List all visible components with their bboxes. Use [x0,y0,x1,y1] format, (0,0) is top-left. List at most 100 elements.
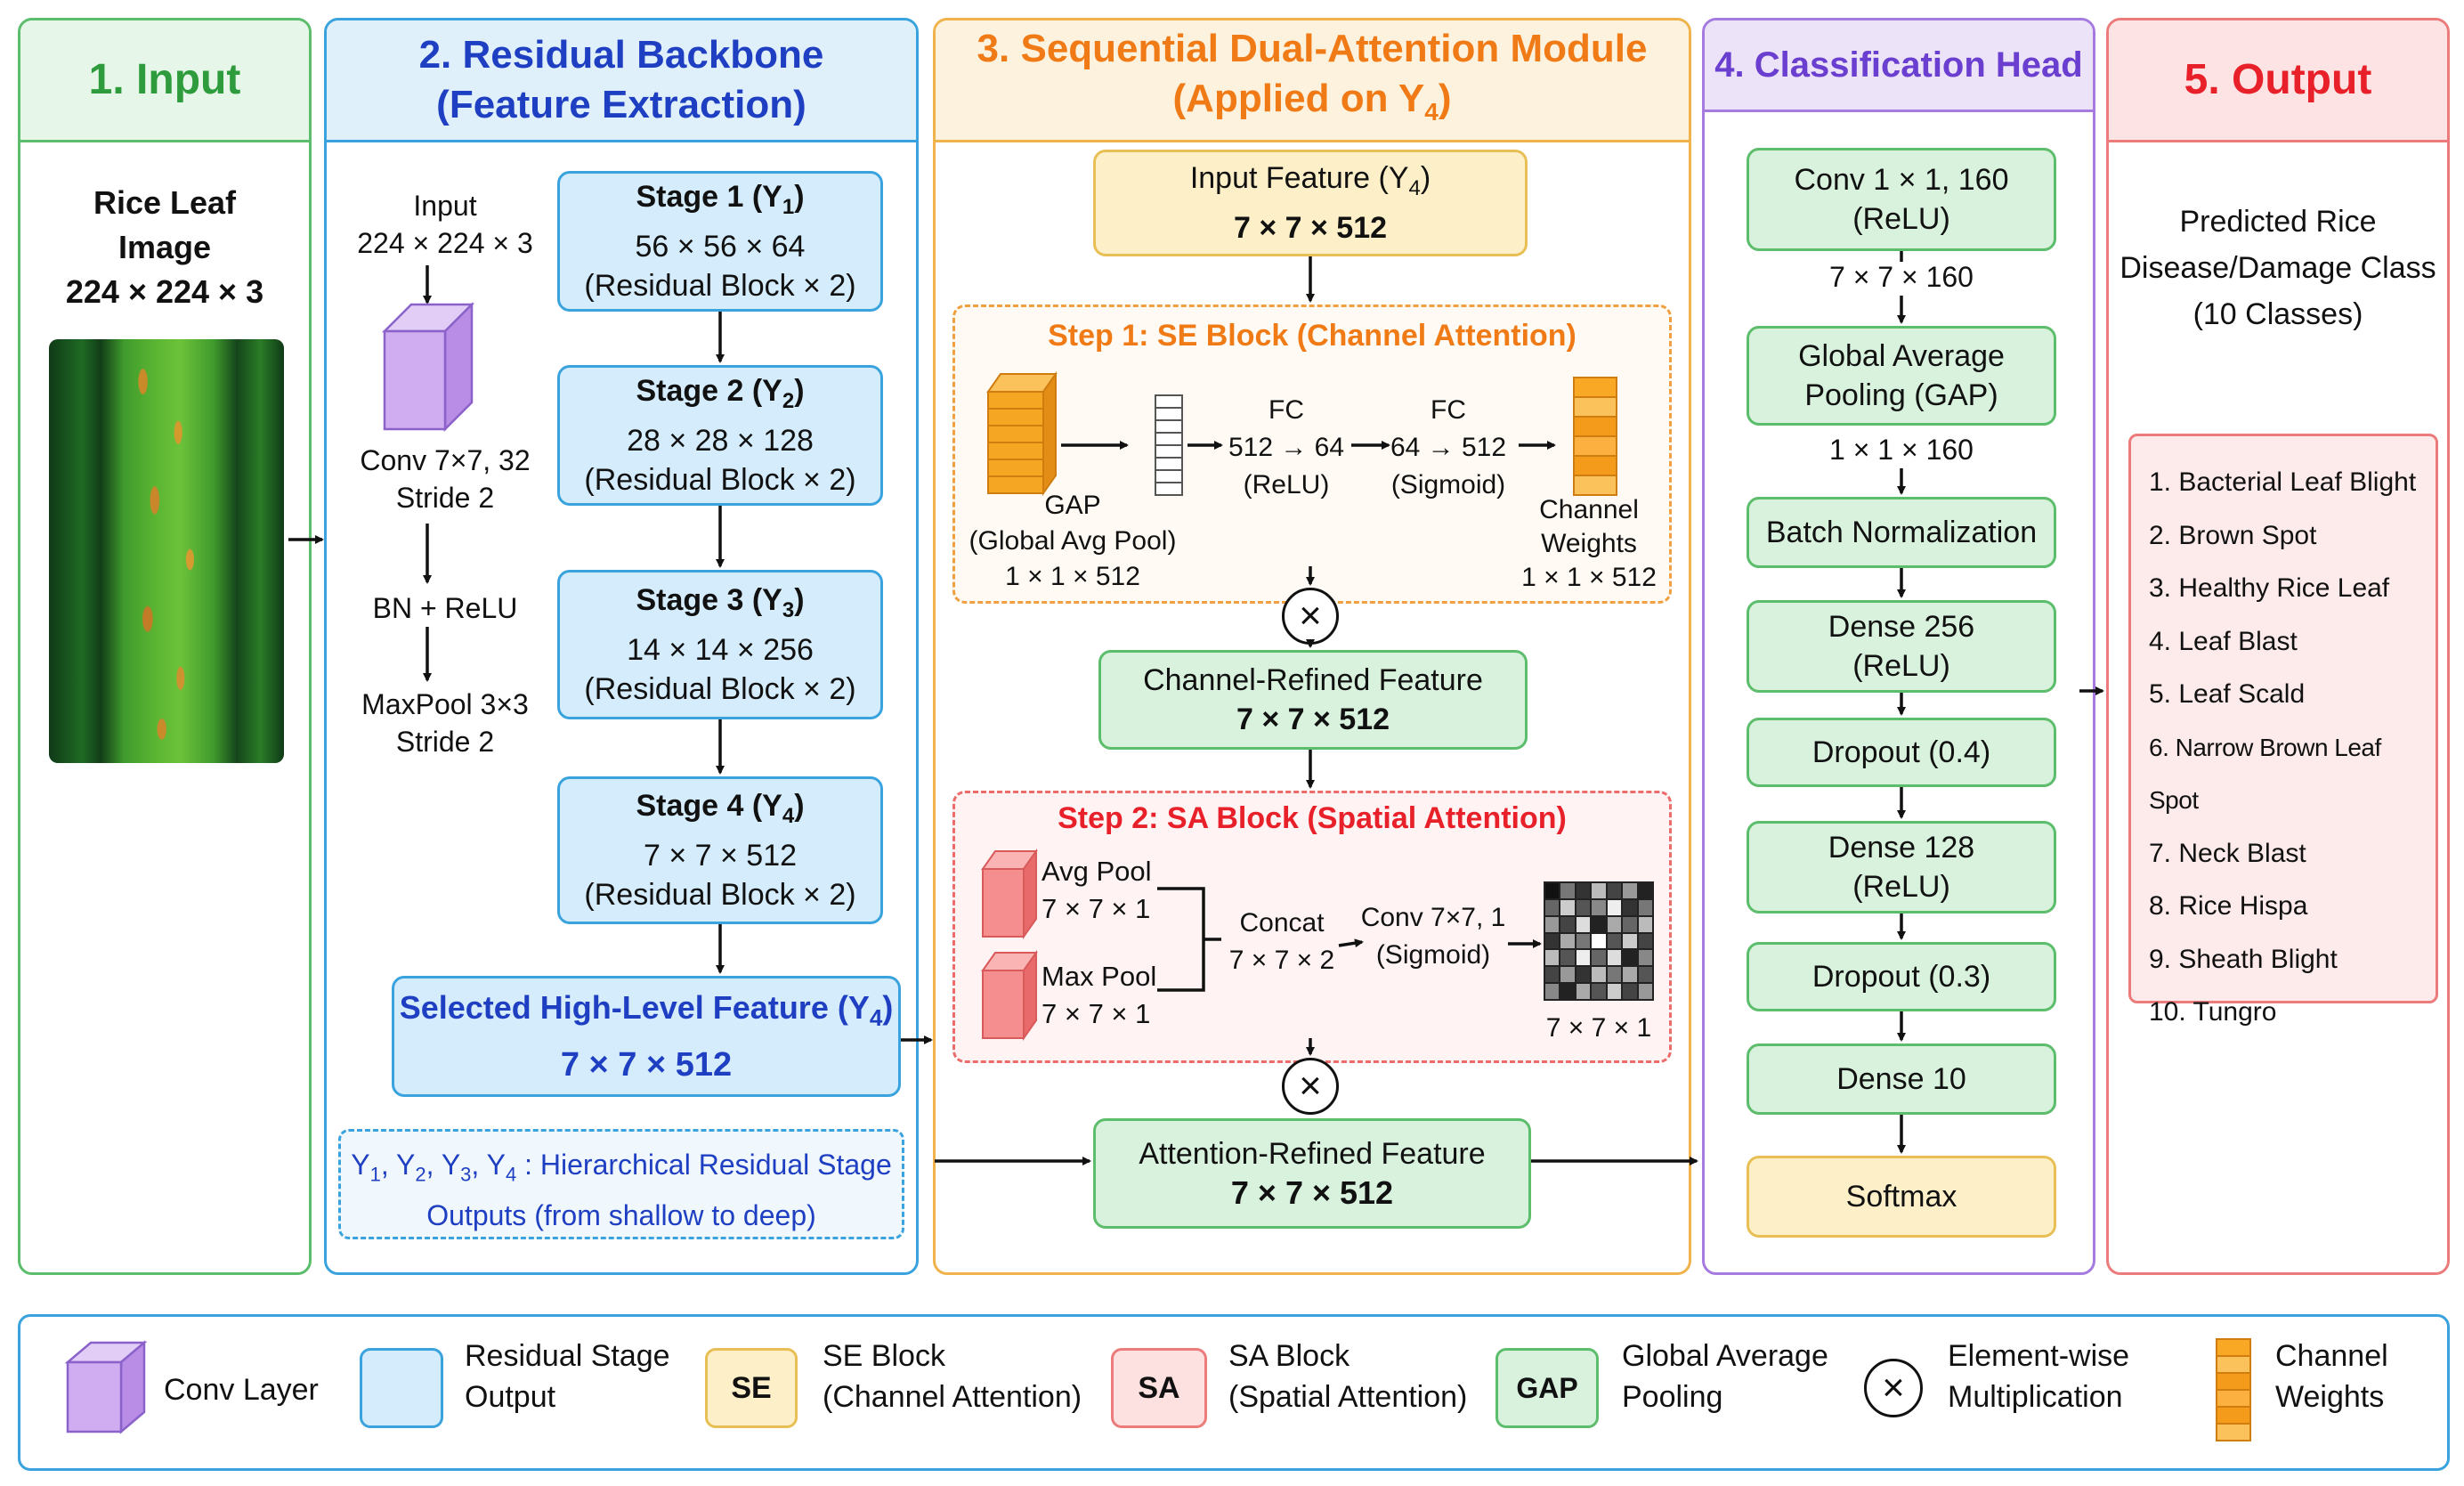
max-pool-line1: Max Pool [1042,961,1157,992]
note-y4: Y [486,1149,506,1181]
output-heading: Predicted Rice Disease/Damage Class (10 … [2109,199,2447,337]
stage-1-suffix: ) [794,180,805,215]
weights-line3: 1 × 1 × 512 [1521,563,1657,592]
conv-label-line1: Conv 7×7, 32 [360,444,531,476]
hierarchy-note-line1: Y1, Y2, Y3, Y4 : Hierarchical Residual S… [351,1149,892,1186]
stage-1-dims: 56 × 56 × 64 [635,229,806,264]
stage-1-note: (Residual Block × 2) [584,268,856,303]
input-feature-title: Input Feature (Y4) [1190,158,1431,208]
stage-4-title: Stage 4 (Y4) [636,786,804,836]
legend-sa-label: SA Block (Spatial Attention) [1228,1336,1467,1417]
input-panel-header: 1. Input [20,20,309,142]
class-item: 7. Neck Blast [2149,838,2306,868]
note-y2: Y [396,1149,416,1181]
classification-panel-header: 4. Classification Head [1705,20,2093,112]
gap-label: GAP (Global Avg Pool) 1 × 1 × 512 [961,488,1184,595]
concat-line2: 7 × 7 × 2 [1228,946,1335,975]
legend-residual-line1: Residual Stage [465,1339,670,1373]
attention-refined-name: Attention-Refined Feature [1139,1137,1486,1171]
output-panel-title: 5. Output [2184,56,2372,103]
layer-line1: Dropout (0.4) [1812,735,1991,769]
stage-2-sub: 2 [782,388,795,413]
arrow-concat-to-conv [1338,938,1364,948]
conv-label-line2: Stride 2 [395,482,495,514]
fc2-line1: FC [1431,395,1466,425]
head-layer-dense128: Dense 128 (ReLU) [1747,821,2056,914]
class-item: 3. Healthy Rice Leaf [2149,573,2390,603]
backbone-input-label: Input 224 × 224 × 3 [329,187,561,262]
bracket-pools [1157,887,1205,992]
legend-se-line2: (Channel Attention) [823,1380,1082,1414]
stage-3-suffix: ) [794,583,805,618]
attention-panel-header: 3. Sequential Dual-Attention Module (App… [936,20,1689,142]
stage-2-note: (Residual Block × 2) [584,462,856,497]
channel-weights-label: Channel Weights 1 × 1 × 512 [1513,493,1665,595]
attention-panel-title: 3. Sequential Dual-Attention Module [977,26,1648,70]
subtitle-sub: 4 [1424,97,1439,126]
selected-feature-suffix: ) [882,989,894,1027]
avg-pool-label: Avg Pool 7 × 7 × 1 [1042,853,1175,928]
head-layer-bn: Batch Normalization [1747,497,2056,568]
weights-line2: Weights [1541,529,1637,558]
fc2-line2: 64 → 512 [1390,433,1507,462]
multiply-circle-se: × [1282,588,1339,645]
fc2-line3: (Sigmoid) [1390,470,1506,499]
subtitle-suffix: ) [1438,76,1452,120]
class-item: 6. Narrow Brown Leaf Spot [2149,733,2381,815]
legend-weights-line1: Channel [2275,1339,2388,1373]
legend-multiply-icon: × [1864,1359,1923,1417]
stage-3-note: (Residual Block × 2) [584,671,856,706]
stage-1-sub: 1 [782,194,795,219]
legend-gap-line2: Pooling [1622,1380,1723,1414]
input-feature-sub: 4 [1408,175,1421,200]
spatial-map [1544,881,1654,1001]
input-label-line1: Input [413,190,477,222]
stage-4-name: Stage 4 (Y [636,789,782,824]
head-layer-gap: Global Average Pooling (GAP) [1747,326,2056,426]
legend-residual-label: Residual Stage Output [465,1336,670,1417]
output-heading-line1: Predicted Rice [2179,205,2377,239]
concat-label: Concat 7 × 7 × 2 [1220,905,1344,979]
class-item: 10. Tungro [2149,997,2277,1027]
head-layer-conv: Conv 1 × 1, 160 (ReLU) [1747,148,2056,251]
selected-feature-box: Selected High-Level Feature (Y4) 7 × 7 ×… [392,976,901,1097]
fc1-line3: (ReLU) [1243,470,1330,499]
stage-3-sub: 3 [782,597,795,622]
output-heading-line3: (10 Classes) [2192,297,2363,331]
stage-1-box: Stage 1 (Y1) 56 × 56 × 64 (Residual Bloc… [557,171,883,312]
note-line1-rest: : Hierarchical Residual Stage [516,1149,892,1181]
hierarchy-note: Y1, Y2, Y3, Y4 : Hierarchical Residual S… [338,1129,904,1239]
sa-conv-line1: Conv 7×7, 1 [1360,903,1506,932]
head-dims-2: 1 × 1 × 160 [1829,434,1974,466]
image-label-line2: Image [118,229,212,265]
input-feature-box: Input Feature (Y4) 7 × 7 × 512 [1093,150,1528,256]
rice-leaf-image [49,339,284,763]
class-list: 1. Bacterial Leaf Blight 2. Brown Spot 3… [2128,434,2438,1027]
stage-2-suffix: ) [794,374,805,409]
legend-channel-weights-icon [2216,1338,2251,1441]
avg-pool-line2: 7 × 7 × 1 [1042,893,1151,924]
stage-4-box: Stage 4 (Y4) 7 × 7 × 512 (Residual Block… [557,776,883,924]
channel-refined-name: Channel-Refined Feature [1143,663,1483,697]
se-block-title: Step 1: SE Block (Channel Attention) [1048,319,1576,353]
output-heading-line2: Disease/Damage Class [2120,251,2436,285]
layer-line2: (ReLU) [1852,202,1950,236]
backbone-panel-header: 2. Residual Backbone (Feature Extraction… [327,20,916,142]
legend-weights-line2: Weights [2275,1380,2385,1414]
head-layer-softmax: Softmax [1747,1156,2056,1238]
stage-2-title: Stage 2 (Y2) [636,371,804,421]
class-item: 4. Leaf Blast [2149,626,2298,656]
image-label-line3: 224 × 224 × 3 [65,273,264,310]
layer-line1: Dropout (0.3) [1812,960,1991,994]
selected-feature-name: Selected High-Level Feature (Y [399,989,870,1027]
note-sub-1: 1 [369,1163,381,1186]
selected-feature-dims: 7 × 7 × 512 [560,1045,733,1084]
head-layer-dense256: Dense 256 (ReLU) [1747,600,2056,693]
layer-line1: Dense 10 [1836,1062,1966,1096]
fc1-label: FC 512 → 64 (ReLU) [1220,392,1353,504]
stage-4-sub: 4 [782,803,795,828]
layer-line1: Batch Normalization [1765,516,2038,549]
stage-3-title: Stage 3 (Y3) [636,581,804,630]
input-feature-name: Input Feature (Y [1189,161,1409,196]
backbone-panel-title: 2. Residual Backbone [418,33,824,77]
